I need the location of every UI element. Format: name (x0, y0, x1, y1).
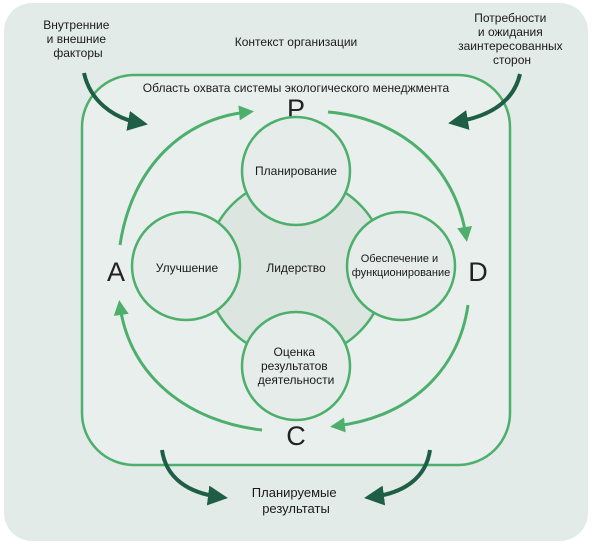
cycle-arrow-c-to-a (113, 300, 263, 432)
internal-external-line-2: и внешние (47, 32, 107, 46)
scope-title: Область охвата системы экологического ме… (143, 81, 450, 95)
leadership-label: Лидерство (266, 261, 326, 275)
stakeholder-needs: Потребности и ожидания заинтересованных … (458, 11, 566, 67)
context-title: Контекст организации (235, 35, 357, 49)
outcomes-right-arrow (364, 449, 432, 506)
stakeholder-needs-line-1: Потребности (474, 11, 546, 25)
support-operation-line-2: функционирование (352, 267, 451, 279)
support-operation-circle (345, 210, 457, 322)
outcomes-left-arrow (160, 449, 228, 506)
planned-outcomes: Планируемые результаты (252, 485, 340, 516)
planned-outcomes-line-2: результаты (262, 501, 330, 516)
evaluation-circle (240, 310, 352, 422)
cycle-arrow-a-to-p (118, 105, 254, 246)
evaluation-line-3: деятельности (258, 373, 335, 387)
internal-external-line-3: факторы (53, 46, 102, 60)
planned-outcomes-line-1: Планируемые (252, 485, 337, 500)
evaluation-label: Оценка результатов деятельности (258, 345, 335, 387)
internal-external-line-1: Внутренние (43, 18, 109, 32)
evaluation-line-1: Оценка (274, 345, 316, 359)
evaluation-line-2: результатов (261, 359, 328, 373)
improvement-circle (130, 210, 242, 322)
stakeholder-needs-line-4: сторон (493, 53, 531, 67)
cycle-arrow-d-to-c (330, 304, 470, 433)
planning-circle (240, 115, 352, 227)
cycle-letter-d: D (468, 257, 488, 287)
internal-external-factors: Внутренние и внешние факторы (43, 18, 112, 60)
cycle-letter-c: C (286, 421, 306, 451)
support-operation-label: Обеспечение и функционирование (352, 253, 451, 279)
support-operation-line-1: Обеспечение и (361, 253, 438, 265)
stakeholder-needs-line-3: заинтересованных (458, 39, 563, 53)
internal-factors-arrow (82, 72, 148, 131)
stakeholder-needs-line-2: и ожидания (478, 25, 543, 39)
stakeholder-needs-arrow (448, 73, 522, 130)
cycle-letter-a: A (107, 257, 125, 287)
planning-label: Планирование (255, 164, 337, 178)
cycle-arrow-p-to-d (327, 110, 473, 242)
improvement-label: Улучшение (156, 261, 219, 275)
